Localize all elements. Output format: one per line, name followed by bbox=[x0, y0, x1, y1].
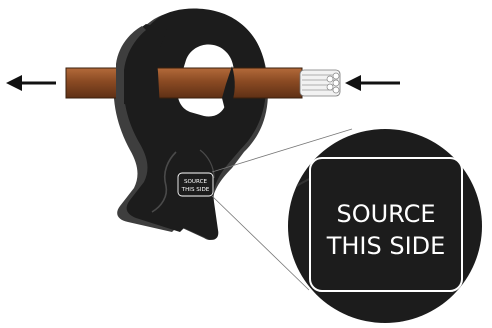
conductor-cable bbox=[65, 67, 341, 99]
incoming-arrow-icon bbox=[345, 75, 400, 91]
clamp-jaw-right bbox=[222, 66, 235, 114]
wire-strands bbox=[299, 69, 341, 97]
arrow-left-icon bbox=[6, 75, 56, 91]
small-source-label: SOURCE THIS SIDE bbox=[177, 172, 214, 197]
clamp-jaw-front-edge bbox=[116, 26, 146, 104]
large-label-line1: SOURCE bbox=[336, 200, 435, 228]
large-label-line2: THIS SIDE bbox=[326, 232, 446, 260]
small-label-line1: SOURCE bbox=[184, 179, 208, 185]
magnified-label-callout: SOURCE THIS SIDE bbox=[288, 129, 482, 323]
clamp-jaw-front bbox=[124, 24, 168, 110]
small-label-line2: THIS SIDE bbox=[181, 187, 210, 193]
callout-lines bbox=[211, 128, 353, 291]
